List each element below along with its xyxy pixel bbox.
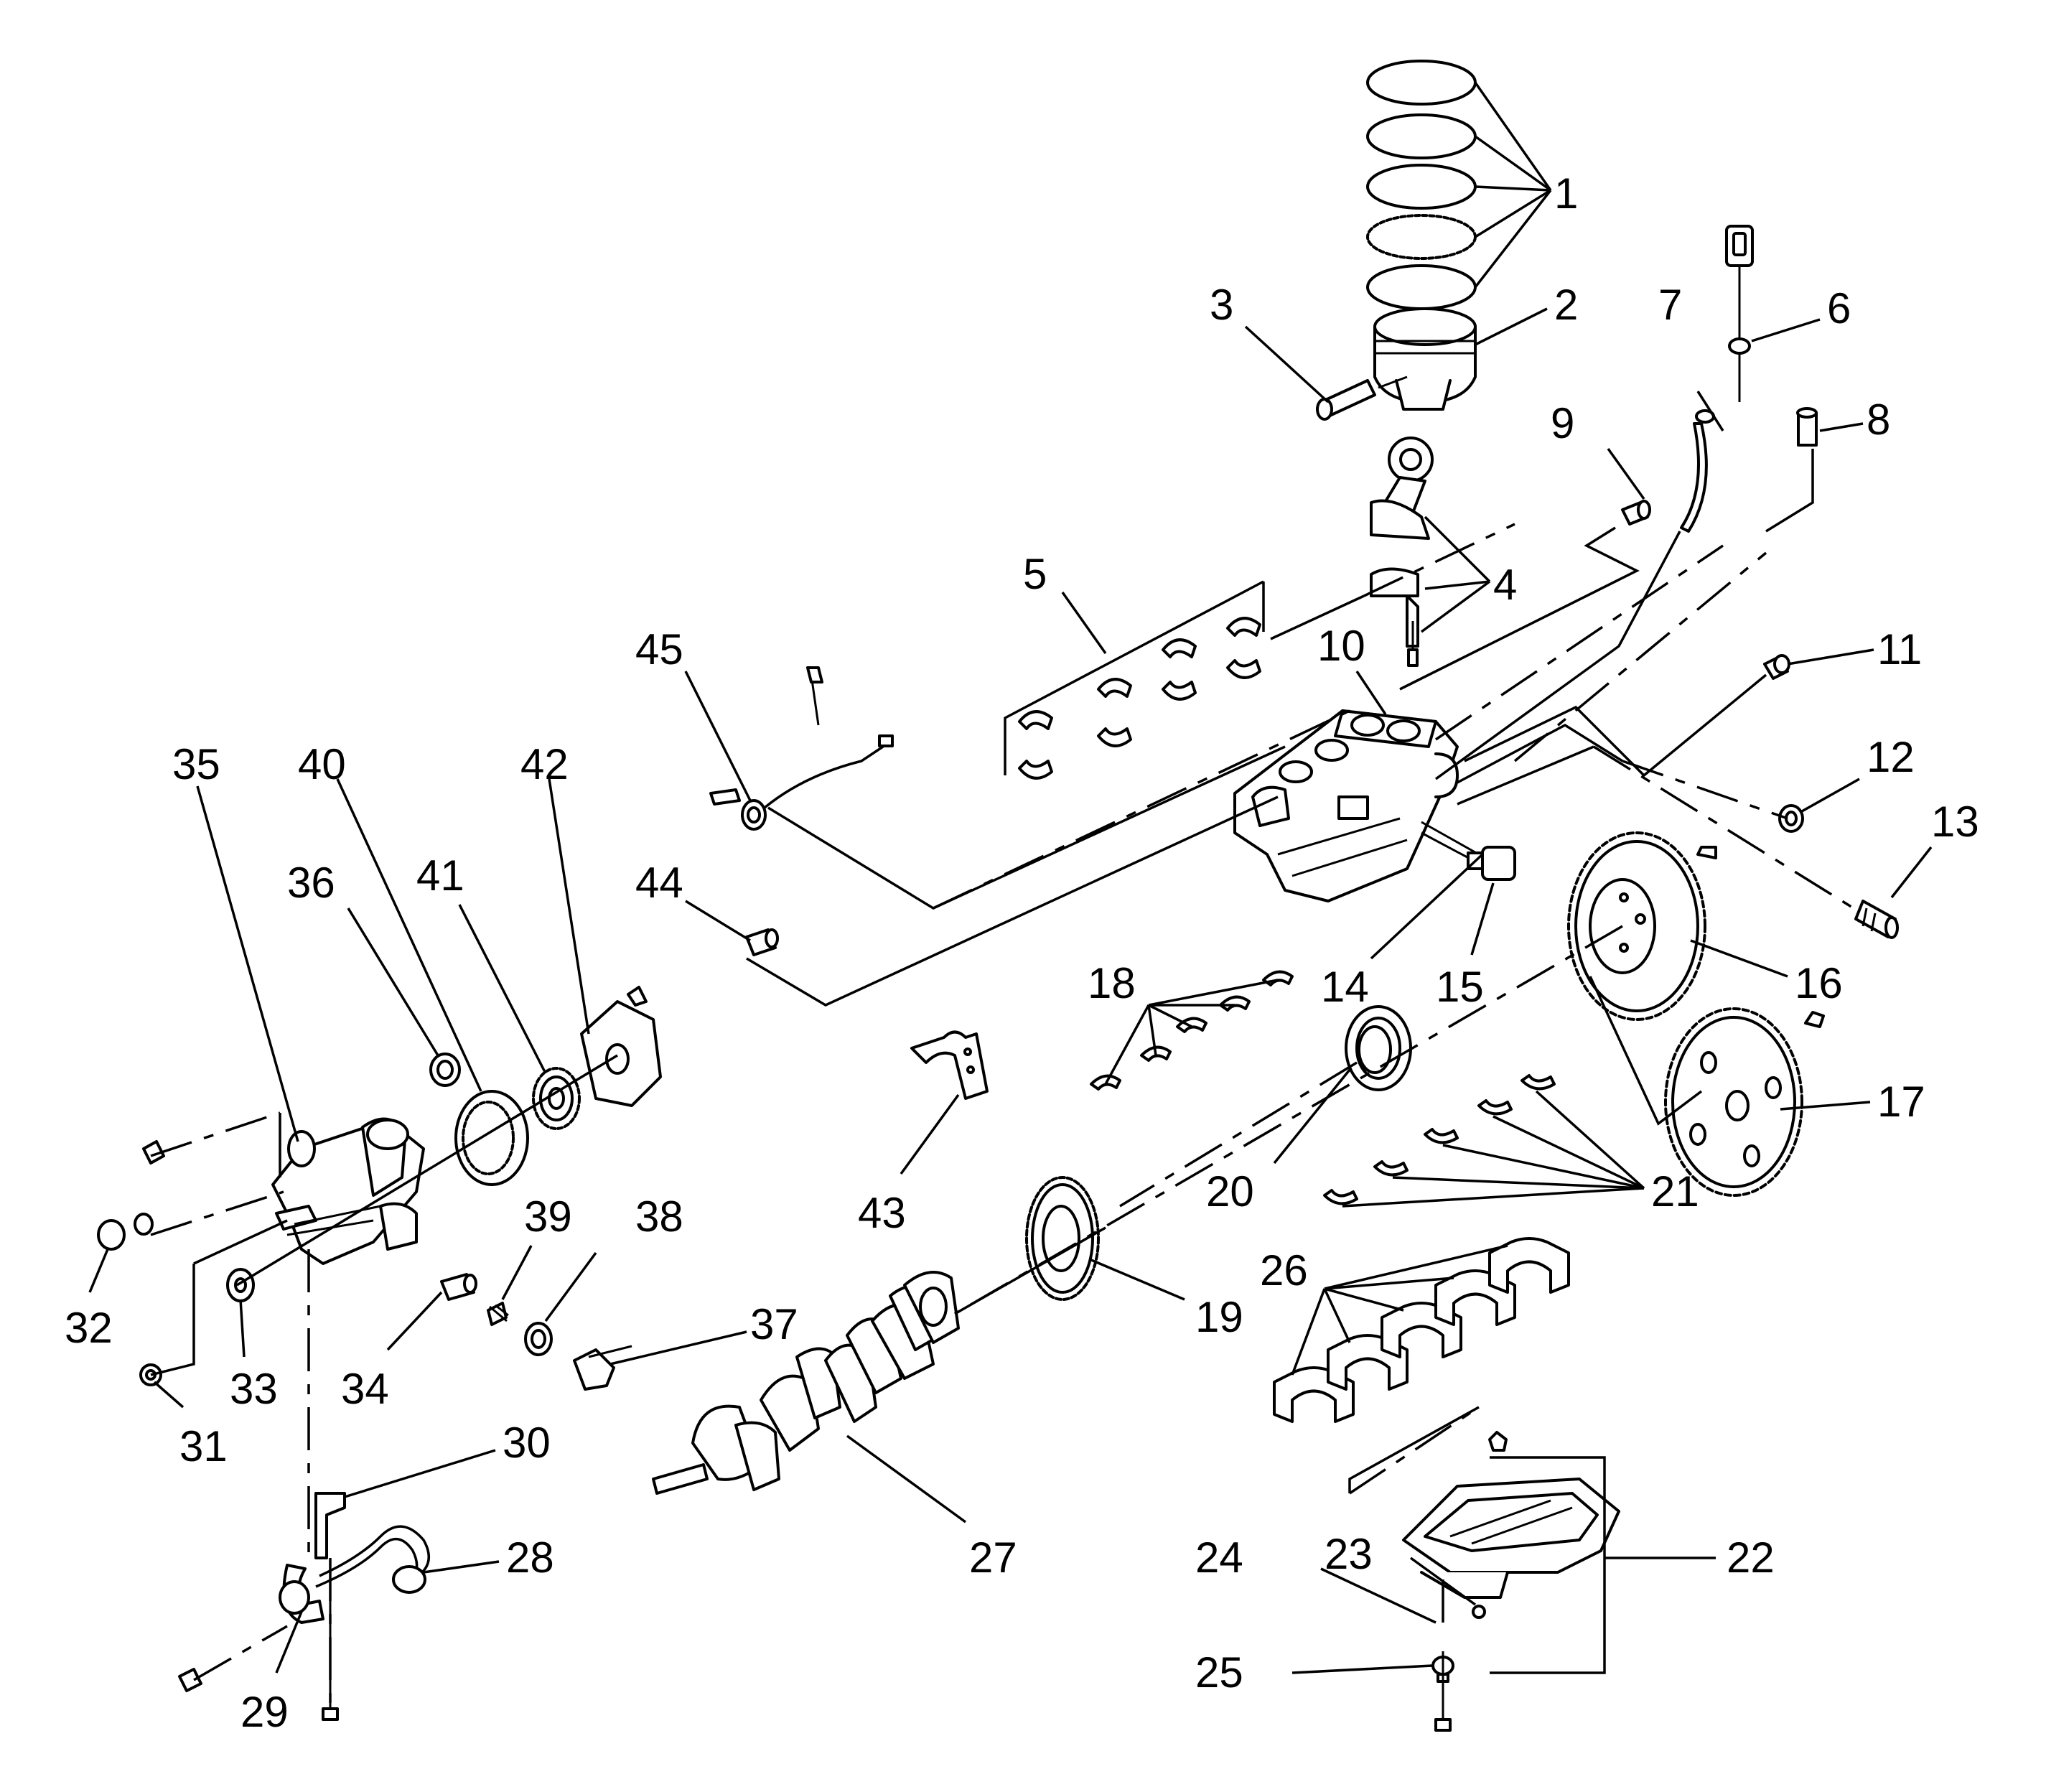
callout-7: 7 (1658, 281, 1682, 329)
callout-29: 29 (240, 1688, 289, 1736)
callout-15: 15 (1436, 963, 1484, 1011)
callout-8: 8 (1867, 396, 1890, 444)
oil-pan (1402, 1478, 1620, 1599)
callout-18: 18 (1088, 959, 1136, 1007)
callout-41: 41 (416, 851, 464, 900)
callout-11: 11 (1877, 625, 1922, 673)
callout-23: 23 (1325, 1530, 1373, 1578)
flywheel (1567, 831, 1717, 1021)
callout-26: 26 (1260, 1246, 1308, 1294)
callout-28: 28 (506, 1534, 554, 1582)
connecting-rod (1370, 437, 1434, 667)
plug-14 (1421, 821, 1480, 863)
plug-44 (745, 928, 779, 956)
callout-20: 20 (1206, 1167, 1254, 1215)
callout-39: 39 (524, 1193, 572, 1241)
callout-22: 22 (1727, 1534, 1775, 1582)
callout-4: 4 (1493, 561, 1517, 609)
oil-pickup-tube (279, 1525, 430, 1624)
dowel-pin (1796, 407, 1818, 447)
leader-lines (88, 81, 1933, 1674)
bolt-pump-upper (142, 1140, 165, 1165)
callout-34: 34 (341, 1365, 389, 1413)
callout-40: 40 (298, 740, 346, 788)
callout-32: 32 (65, 1304, 113, 1352)
callout-17: 17 (1877, 1078, 1925, 1126)
callout-44: 44 (635, 859, 683, 907)
plug-37 (573, 1345, 632, 1391)
plug-9 (1621, 500, 1651, 526)
oil-pump-body (271, 1117, 425, 1265)
engine-block (1233, 709, 1459, 902)
bearing-cap-43 (910, 1030, 989, 1100)
plug-11 (1763, 654, 1790, 680)
callout-labels: 1 2 3 4 5 6 7 8 9 10 11 12 13 14 15 16 1… (65, 169, 1979, 1736)
upper-main-bearings (1090, 970, 1294, 1091)
callout-38: 38 (635, 1193, 683, 1241)
bolt-pickup-left (178, 1668, 202, 1692)
oil-dipstick (1725, 225, 1754, 402)
callout-27: 27 (969, 1534, 1017, 1582)
assembly-lines (150, 449, 1860, 1709)
callout-35: 35 (172, 740, 220, 788)
callout-1: 1 (1554, 169, 1578, 218)
plug-32 (97, 1213, 154, 1251)
callout-30: 30 (503, 1419, 551, 1467)
bushing-13 (1854, 900, 1899, 939)
pump-cover (580, 986, 662, 1107)
callout-16: 16 (1795, 959, 1843, 1007)
crankshaft-sprocket (1025, 1176, 1100, 1301)
callout-36: 36 (287, 859, 335, 907)
callout-21: 21 (1651, 1167, 1699, 1215)
callout-9: 9 (1551, 399, 1574, 447)
rear-main-seal (1345, 1005, 1412, 1091)
callout-43: 43 (858, 1189, 906, 1237)
washer-38 (524, 1322, 553, 1356)
callout-19: 19 (1195, 1293, 1243, 1341)
spring-39 (487, 1302, 509, 1326)
callout-2: 2 (1554, 281, 1578, 329)
outer-rotor (454, 1090, 529, 1186)
callout-33: 33 (230, 1365, 278, 1413)
gasket-24 (1472, 1605, 1486, 1619)
sensor-15 (1467, 846, 1516, 881)
piston (1373, 307, 1477, 411)
callout-45: 45 (635, 625, 683, 673)
seal-12 (1778, 804, 1804, 833)
callout-3: 3 (1210, 281, 1233, 329)
rod-bearings (1018, 617, 1261, 780)
valve-34 (440, 1273, 477, 1301)
plug-36 (429, 1053, 461, 1087)
inner-gear (532, 1067, 581, 1130)
sensor-45 (709, 734, 894, 831)
dipstick-tube (1680, 409, 1715, 533)
callout-25: 25 (1195, 1648, 1243, 1697)
callout-12: 12 (1867, 733, 1915, 781)
flexplate (1664, 1007, 1825, 1197)
piston-rings (1366, 60, 1477, 310)
lower-main-bearings (1323, 1074, 1556, 1205)
pickup-bracket (314, 1492, 346, 1559)
callout-42: 42 (520, 740, 569, 788)
main-bearing-caps (1273, 1237, 1570, 1452)
callout-13: 13 (1931, 798, 1979, 846)
crankshaft (652, 1271, 960, 1495)
piston-pin (1316, 375, 1408, 421)
washer-33 (226, 1268, 255, 1302)
callout-14: 14 (1321, 963, 1369, 1011)
cable-tie (806, 666, 823, 726)
callout-6: 6 (1827, 284, 1851, 332)
callout-24: 24 (1195, 1534, 1243, 1582)
callout-37: 37 (750, 1300, 798, 1348)
callout-10: 10 (1317, 622, 1365, 670)
callout-31: 31 (179, 1422, 228, 1470)
bolt-25 (1434, 1651, 1452, 1732)
callout-5: 5 (1023, 550, 1047, 598)
